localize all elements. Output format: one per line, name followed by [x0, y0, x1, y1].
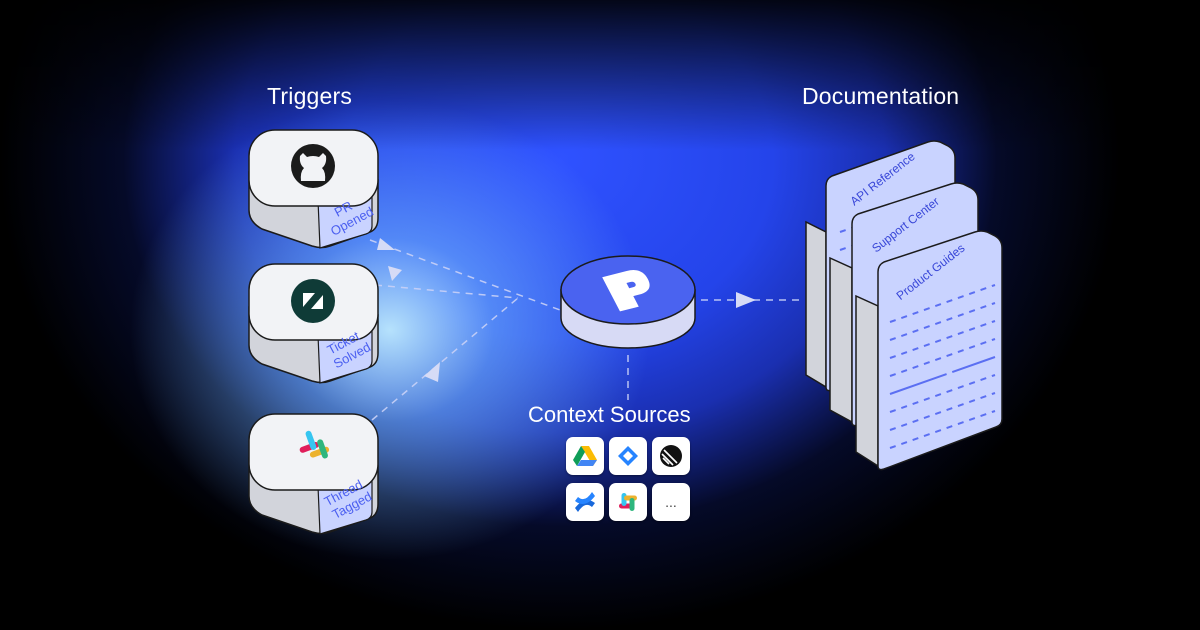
- hub-node: [560, 255, 696, 349]
- background-fade: [0, 0, 1200, 150]
- github-icon: [291, 144, 335, 188]
- arrowheads: [377, 238, 756, 382]
- slack-source-icon: [609, 483, 647, 521]
- zendesk-icon: [291, 279, 335, 323]
- trigger-ticket-solved: Ticket Solved: [248, 263, 379, 384]
- p-logo-icon: [602, 270, 650, 312]
- jira-icon: [609, 437, 647, 475]
- linear-icon: [652, 437, 690, 475]
- arrow-ticket: [388, 266, 402, 281]
- trigger-pr-opened: PR Opened: [248, 129, 379, 249]
- confluence-icon: [566, 483, 604, 521]
- connector-thread: [371, 297, 519, 421]
- arrow-pr: [377, 238, 395, 250]
- connector-ticket: [374, 284, 519, 299]
- slack-icon: [299, 430, 330, 459]
- context-sources-grid: ...: [566, 437, 692, 521]
- arrow-docs: [736, 292, 756, 308]
- trigger-thread-tagged: Thread Tagged: [248, 413, 379, 535]
- connector-pr: [369, 239, 561, 311]
- triggers-heading: Triggers: [267, 83, 353, 109]
- context-sources-heading: Context Sources: [528, 402, 691, 427]
- arrow-thread: [424, 362, 440, 382]
- google-drive-icon: [566, 437, 604, 475]
- doc-stack-product-guides: Product Guides: [855, 230, 1003, 471]
- more-icon: ...: [652, 483, 690, 521]
- documentation-heading: Documentation: [802, 83, 960, 109]
